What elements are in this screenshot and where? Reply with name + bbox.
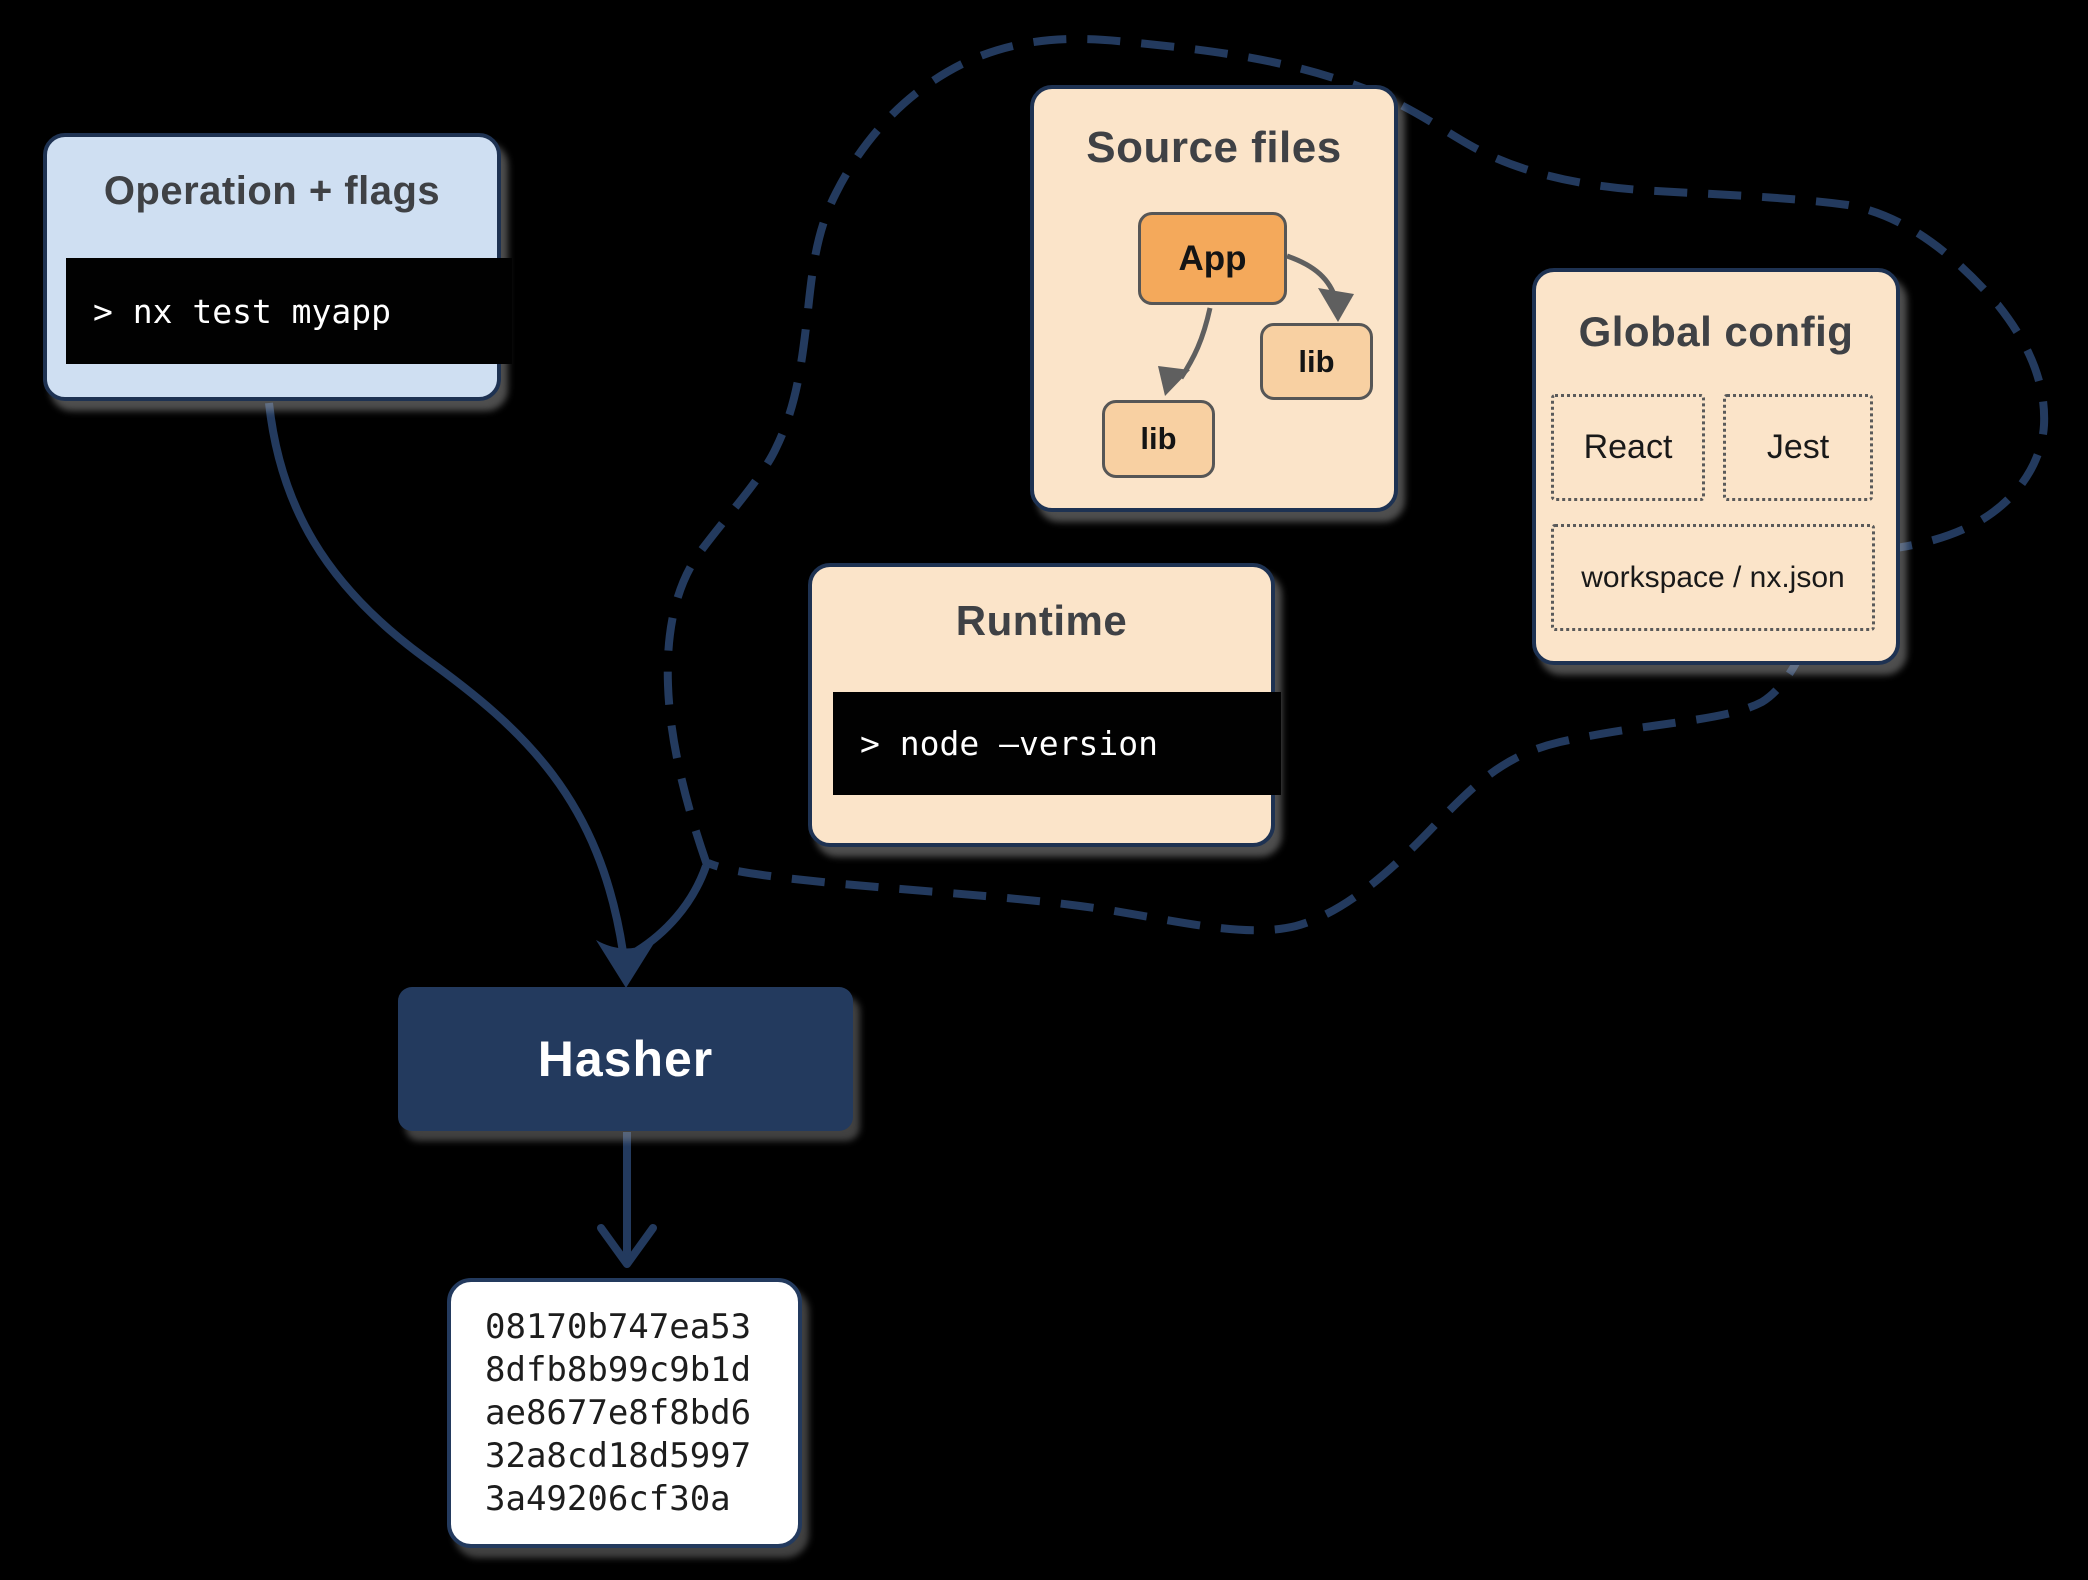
operation-flags-node: Operation + flags > nx test myapp	[43, 133, 512, 401]
config-item-workspace-nxjson: workspace / nx.json	[1551, 524, 1875, 631]
source-files-node: Source files App lib lib	[1030, 85, 1398, 512]
hasher-node: Hasher	[398, 987, 853, 1131]
lib-top-label: lib	[1298, 343, 1335, 379]
output-arrowhead	[597, 1224, 657, 1268]
global-config-title: Global config	[1578, 308, 1854, 355]
hash-line: 8dfb8b99c9b1d	[485, 1349, 752, 1390]
hash-line: 08170b747ea53	[485, 1306, 752, 1347]
runtime-node: Runtime > node –version	[808, 563, 1281, 847]
hasher-arrowhead	[596, 940, 656, 988]
jest-label: Jest	[1766, 428, 1830, 466]
hasher-label: Hasher	[537, 1031, 714, 1087]
arrow-cloud-to-hasher	[634, 864, 710, 955]
runtime-title: Runtime	[955, 597, 1128, 644]
operation-flags-title: Operation + flags	[103, 169, 441, 213]
global-config-node: Global config React Jest workspace / nx.…	[1532, 268, 1900, 665]
source-files-title: Source files	[1086, 123, 1342, 172]
config-item-jest: Jest	[1723, 394, 1873, 501]
lib-bottom-label: lib	[1140, 421, 1177, 456]
config-item-react: React	[1551, 394, 1705, 501]
app-label: App	[1178, 238, 1247, 278]
operation-command-text: > nx test myapp	[93, 291, 392, 331]
workspace-label: workspace / nx.json	[1581, 560, 1845, 594]
app-node: App	[1138, 212, 1287, 305]
runtime-terminal: > node –version	[833, 692, 1281, 795]
lib-node-top: lib	[1260, 323, 1373, 400]
react-label: React	[1583, 428, 1673, 466]
hash-line: 32a8cd18d5997	[485, 1435, 752, 1476]
operation-terminal: > nx test myapp	[66, 258, 512, 364]
hash-line: 3a49206cf30a	[485, 1478, 731, 1519]
hash-line: ae8677e8f8bd6	[485, 1392, 752, 1433]
hash-output-node: 08170b747ea53 8dfb8b99c9b1d ae8677e8f8bd…	[447, 1278, 802, 1548]
arrow-operation-to-hasher	[265, 402, 627, 953]
lib-node-bottom: lib	[1102, 400, 1215, 478]
runtime-command-text: > node –version	[860, 724, 1159, 763]
